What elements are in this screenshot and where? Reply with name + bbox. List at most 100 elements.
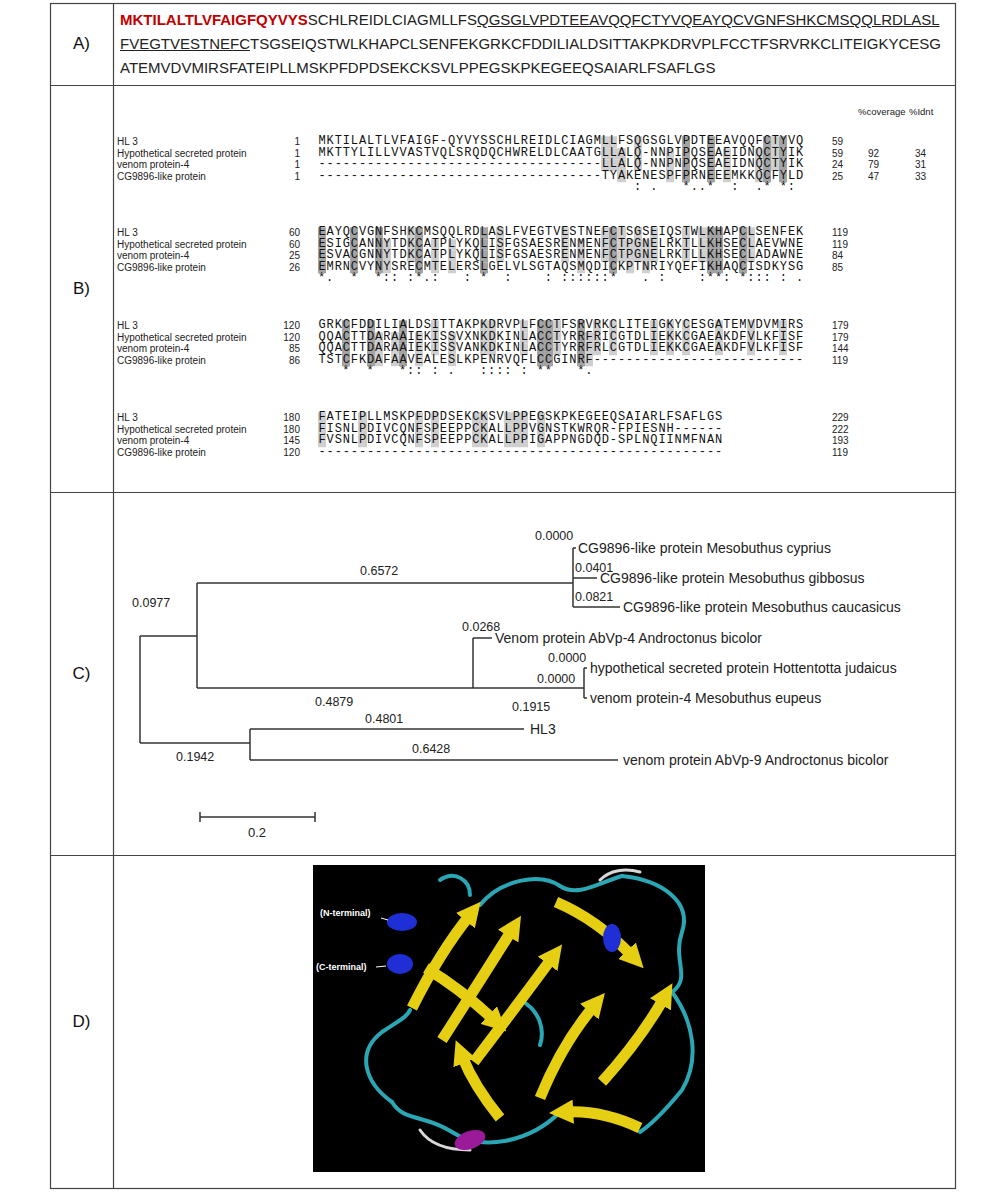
aligned-sequence: FVSNLPDIVCQNFSPEEPPCKALLPPIGAPPNGDQD-SPL… [318, 435, 723, 447]
helix [387, 954, 413, 974]
leader-line [381, 918, 388, 920]
tree-branch [196, 583, 198, 688]
beta-strand [556, 902, 632, 956]
coverage-value: 92 [868, 148, 879, 160]
panel-letter-cell: B) [50, 85, 113, 492]
leaf-label: Venom protein AbVp-4 Androctonus bicolor [495, 630, 762, 646]
coil-loop [366, 1010, 410, 1102]
aligned-sequence: FISNLPDIVCQNFSPEEPPCKALLPPVGNSTKWRQR-FPI… [318, 424, 723, 436]
end-position: 193 [832, 435, 849, 447]
column-header: %Idnt [909, 107, 933, 118]
branch-length: 0.6572 [360, 564, 398, 578]
aligned-sequence: MKTILALTLVFAIGF-QYVYSSCHLREIDLCIAGMLLFSQ… [318, 136, 804, 148]
tree-branch [573, 577, 597, 579]
tree-branch [473, 687, 584, 689]
tree-branch [140, 742, 250, 744]
panel-letter-cell: C) [50, 492, 113, 855]
tree-branch [573, 547, 576, 549]
beta-strand [462, 1056, 500, 1118]
branch-length: 0.0821 [575, 590, 613, 604]
end-position: 84 [832, 250, 843, 262]
aligned-sequence: ESVACGNNYTDKCATPLYKQLISFGSAESRENMENFCTPG… [318, 250, 804, 262]
start-position: 180 [283, 412, 300, 424]
tree-branch [584, 697, 587, 699]
beta-strand [540, 1006, 594, 1098]
tree-branch [472, 638, 474, 688]
start-position: 1 [294, 136, 300, 148]
scale-label: 0.2 [248, 826, 266, 841]
aligned-sequence: GRKCFDDILIALDSITTAKPKDRVPLFCCTFSRVRKCLIT… [318, 320, 804, 332]
start-position: 86 [289, 355, 300, 367]
row-rule [50, 85, 955, 86]
identity-value: 31 [915, 159, 926, 171]
sequence-name: Hypothetical secreted protein [117, 148, 247, 160]
aligned-sequence: ----------------------------------------… [318, 447, 723, 459]
end-position: 119 [832, 239, 848, 251]
table-grid [50, 3, 956, 1189]
coverage-value: 79 [868, 159, 879, 171]
leaf-label: venom protein AbVp-9 Androctonus bicolor [623, 752, 888, 768]
leaf-label: CG9896-like protein Mesobuthus caucasicu… [623, 599, 901, 615]
beta-strand [602, 998, 664, 1082]
sequence-name: CG9896-like protein [117, 355, 206, 367]
tree-branch [197, 582, 573, 584]
tree-branch [473, 637, 492, 639]
branch-length: 0.0977 [132, 596, 170, 610]
end-position: 222 [832, 424, 849, 436]
leaf-label: HL3 [530, 721, 556, 737]
scale-bar [200, 812, 315, 822]
terminus-label: (C-terminal) [316, 962, 367, 972]
coil-loop [640, 992, 693, 1132]
tree-branch [583, 668, 585, 698]
table-border [51, 4, 956, 1189]
identity-value: 34 [915, 148, 926, 160]
aligned-sequence: QQACTTDARAAIEKISSVANKDKINLACCTYRRFRLCGTD… [318, 343, 804, 355]
end-position: 24 [832, 159, 843, 171]
turn-segment [600, 870, 640, 880]
tree-branch [250, 759, 618, 761]
row-rule [50, 855, 955, 856]
tree-branch [584, 667, 587, 669]
identity-value: 33 [915, 171, 926, 183]
coil-loop [520, 1000, 542, 1045]
column-header: %coverage [858, 107, 906, 118]
branch-length: 0.1942 [176, 750, 214, 764]
sequence-name: CG9896-like protein [117, 447, 206, 459]
end-position: 59 [832, 148, 843, 160]
leaf-label: venom protein-4 Mesobuthus eupeus [590, 690, 821, 706]
consensus-line: : . *..* : .* *: [318, 182, 796, 194]
start-position: 120 [283, 320, 300, 332]
sequence-cell: MKTILALTLVFAIGFQYVYSSCHLREIDLCIAGMLLFSQG… [113, 3, 955, 85]
tree-branch [139, 636, 141, 743]
end-position: 179 [832, 320, 849, 332]
phylogenetic-tree [140, 548, 620, 822]
sequence-name: CG9896-like protein [117, 171, 206, 183]
sequence-name: venom protein-4 [117, 250, 189, 262]
aligned-sequence: QQACTTDARAAIEKISSVXNKDKINLACCTYRRFRICGTD… [318, 332, 804, 344]
aligned-sequence: TSTCFKDAFAAVEALESLKPENRVQFLCCGINRF------… [318, 355, 804, 367]
sequence-name: Hypothetical secreted protein [117, 332, 247, 344]
sequence-segment: SCHLREIDLCIAGMLLFS [308, 11, 477, 28]
start-position: 1 [294, 159, 300, 171]
branch-length: 0.0268 [462, 620, 500, 634]
end-position: 25 [832, 171, 843, 183]
branch-length: 0.4801 [365, 712, 403, 726]
sequence-name: venom protein-4 [117, 159, 189, 171]
aligned-sequence: FATEIPLLMSKPFDPDSEKCKSVLPPEGSKPKEGEEQSAI… [318, 412, 723, 424]
sequence-name: HL 3 [117, 320, 138, 332]
protein-structure [313, 865, 705, 1172]
terminus-label: (N-terminal) [320, 908, 371, 918]
panel-letter-cell: D) [50, 855, 113, 1188]
row-rule [50, 492, 955, 493]
branch-length: 0.4879 [315, 695, 353, 709]
branch-length: 0.1915 [512, 700, 550, 714]
end-position: 59 [832, 136, 843, 148]
consensus-line: * * *:: : . :::: : ** *. [318, 366, 593, 378]
start-position: 25 [289, 250, 300, 262]
helix [387, 913, 417, 931]
start-position: 145 [283, 435, 300, 447]
leaf-label: hypothetical secreted protein Hottentott… [590, 660, 897, 676]
panel-letter: C) [73, 664, 91, 684]
sequence-name: HL 3 [117, 412, 138, 424]
beta-strand [426, 968, 494, 1020]
